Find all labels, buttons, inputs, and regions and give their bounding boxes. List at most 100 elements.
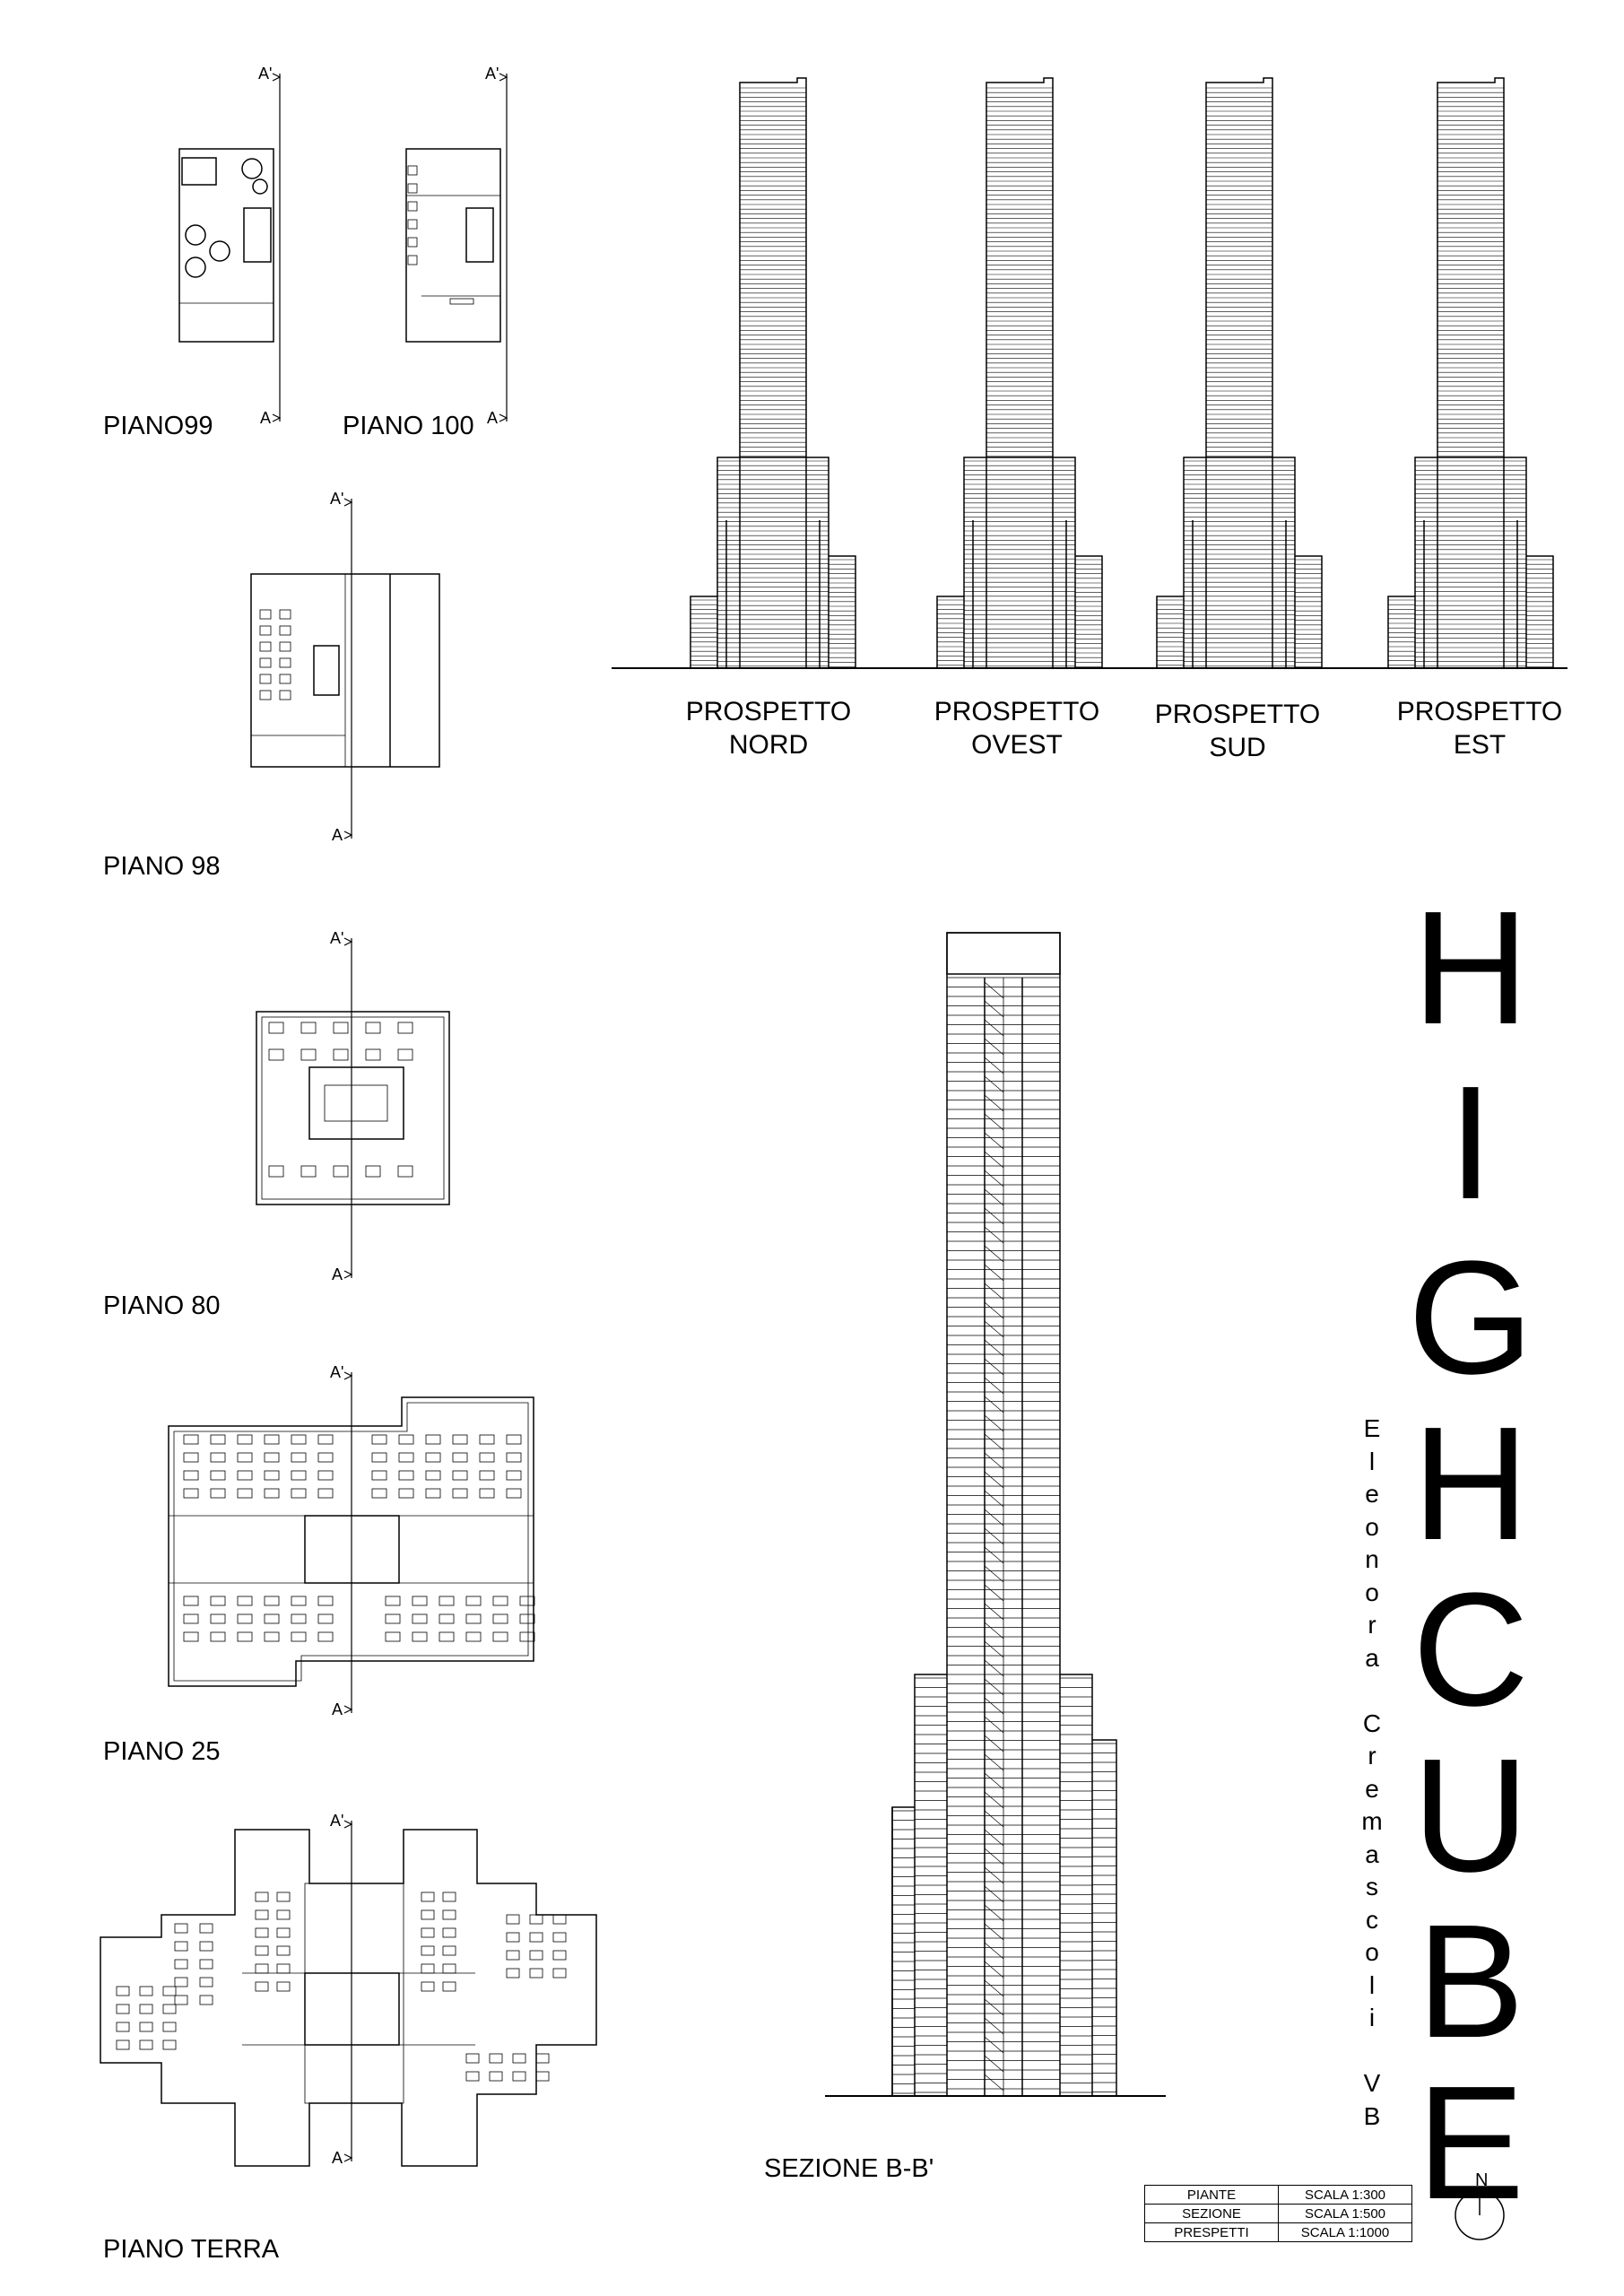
- desk: [385, 1613, 401, 1624]
- plan-100-core: [465, 207, 494, 263]
- desk: [365, 1048, 381, 1061]
- desk: [398, 1488, 414, 1499]
- base-step-2: [690, 555, 856, 668]
- desk: [442, 1981, 456, 1992]
- north-arrow-icon: [1455, 2190, 1505, 2240]
- desk: [439, 1631, 455, 1642]
- cut-mark-bottom: A: [332, 1265, 343, 1283]
- desk: [512, 2053, 526, 2064]
- desk: [425, 1470, 441, 1481]
- scale-item: PIANTE: [1144, 2185, 1279, 2205]
- base-step-1: [1183, 457, 1296, 668]
- plan-furniture: [116, 165, 567, 2082]
- plan-piano-100: [405, 148, 501, 343]
- elevation-label-nord: PROSPETTO NORD: [652, 695, 885, 761]
- cut-mark-bottom: A: [260, 409, 272, 427]
- desk: [407, 237, 418, 248]
- scale-row-sezione: SEZIONE SCALA 1:500: [1144, 2204, 1412, 2223]
- section-stair-flight: [984, 1829, 1004, 1847]
- desk: [183, 1434, 199, 1445]
- desk: [291, 1452, 307, 1463]
- desk: [333, 1048, 349, 1061]
- desk: [276, 1892, 291, 1902]
- desk: [365, 1165, 381, 1178]
- desk: [291, 1596, 307, 1606]
- section-stair-flight: [984, 2017, 1004, 2035]
- desk: [465, 1596, 482, 1606]
- elevation-tower-4: [1387, 77, 1554, 668]
- desk: [279, 674, 291, 684]
- section-stair-flight: [984, 1923, 1004, 1941]
- plan-label-piano-99: PIANO99: [103, 412, 213, 440]
- section-crown: [946, 932, 1061, 975]
- desk: [174, 1923, 188, 1934]
- desk: [317, 1613, 334, 1624]
- title-letter: H: [1412, 1394, 1529, 1574]
- section-stair-flight: [984, 1772, 1004, 1790]
- desk: [442, 1963, 456, 1974]
- elevation-label-ovest: PROSPETTO OVEST: [900, 695, 1133, 761]
- desk: [506, 1950, 520, 1961]
- section-stair-flight: [984, 1452, 1004, 1470]
- desk: [407, 165, 418, 176]
- desk: [139, 2039, 153, 2050]
- desk: [492, 1596, 508, 1606]
- desk: [237, 1613, 253, 1624]
- cut-arrow: [343, 1705, 353, 1714]
- desk: [259, 625, 272, 636]
- cut-arrow: [343, 1371, 353, 1380]
- section-stair-flight: [984, 1396, 1004, 1413]
- desk: [385, 1631, 401, 1642]
- desk: [412, 1596, 428, 1606]
- base-step-2: [936, 555, 1103, 668]
- section-label: SEZIONE B-B': [764, 2154, 934, 2183]
- elevation-tower-3: [1156, 77, 1323, 668]
- title-letter: U: [1412, 1726, 1529, 1906]
- desk: [479, 1488, 495, 1499]
- cut-arrow: [272, 413, 282, 422]
- desk: [279, 625, 291, 636]
- cut-mark-top: A': [330, 490, 344, 508]
- desk: [535, 2053, 550, 2064]
- desk: [259, 657, 272, 668]
- desk: [210, 1613, 226, 1624]
- desk: [291, 1470, 307, 1481]
- plan-label-piano-terra: PIANO TERRA: [103, 2235, 280, 2264]
- section-stair-flight: [984, 1019, 1004, 1037]
- desk: [291, 1434, 307, 1445]
- desk: [479, 1434, 495, 1445]
- tower-shaft: [739, 77, 807, 668]
- author-letter: C: [1362, 1709, 1382, 1737]
- scale-row-piante: PIANTE SCALA 1:300: [1144, 2185, 1412, 2205]
- section-stair-flight: [984, 1057, 1004, 1074]
- desk: [535, 2071, 550, 2082]
- desk: [371, 1434, 387, 1445]
- author-letter: o: [1365, 1578, 1379, 1606]
- section-stair-flight: [984, 1245, 1004, 1263]
- plan-80-outline: [256, 1011, 450, 1205]
- author-letter: a: [1365, 1839, 1379, 1868]
- section-stair-flight: [984, 1659, 1004, 1677]
- desk: [317, 1631, 334, 1642]
- desk: [210, 1434, 226, 1445]
- scale-value: SCALA 1:1000: [1278, 2222, 1412, 2242]
- section-stair-flight: [984, 1622, 1004, 1639]
- desk: [506, 1932, 520, 1943]
- plan-25-inner: [173, 1402, 529, 1682]
- desk: [183, 1452, 199, 1463]
- cut-mark-top: A': [330, 1363, 344, 1381]
- plan-99-jacuzzi: [241, 158, 263, 179]
- section-floor-lines: [892, 977, 1116, 2094]
- plan-label-piano-80: PIANO 80: [103, 1292, 221, 1320]
- north-label: N: [1475, 2170, 1489, 2190]
- desk: [268, 1048, 284, 1061]
- section-base-step-1: [891, 1739, 1117, 2096]
- cut-arrow: [499, 413, 508, 422]
- author-letter: r: [1368, 1611, 1376, 1639]
- desk: [439, 1613, 455, 1624]
- desk: [264, 1470, 280, 1481]
- desk: [465, 1631, 482, 1642]
- desk: [371, 1488, 387, 1499]
- desk: [291, 1631, 307, 1642]
- desk: [279, 609, 291, 620]
